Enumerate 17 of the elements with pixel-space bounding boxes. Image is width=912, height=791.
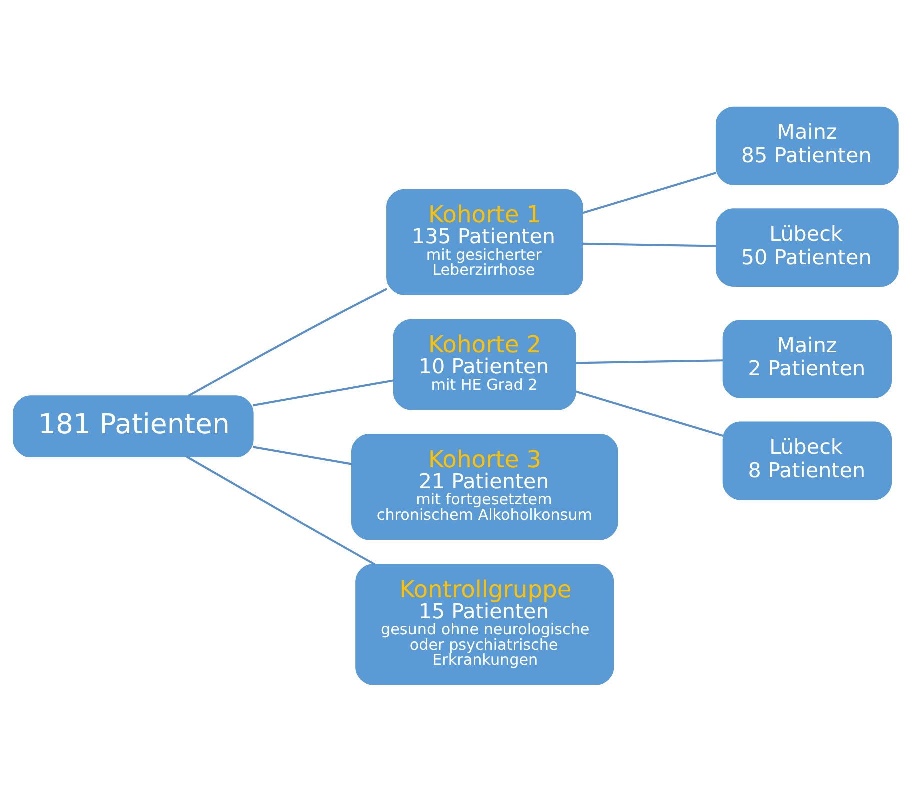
- node-box: Kohorte 1 135 Patienten mit gesicherter Leberzirrhose: [386, 188, 584, 295]
- connector: [575, 390, 724, 437]
- connector: [186, 456, 376, 566]
- connector: [582, 242, 716, 247]
- node-box: Kontrollgruppe 15 Patienten gesund ohne neurologische oder psychiatrische Erkrankungen: [356, 564, 614, 685]
- node-box: Mainz 85 Patienten: [716, 106, 899, 185]
- connector: [253, 446, 352, 465]
- connector: [253, 379, 394, 406]
- node-box: Lübeck 8 Patienten: [722, 421, 892, 500]
- node-box: Mainz 2 Patienten: [722, 320, 892, 398]
- node-box: Lübeck 50 Patienten: [716, 208, 899, 286]
- connector: [582, 172, 717, 214]
- connector: [188, 288, 388, 397]
- connector: [576, 359, 724, 364]
- node-box: Kohorte 3 21 Patienten mit fortgesetztem chronischem Alkoholkonsum: [351, 434, 618, 540]
- node-box: Kohorte 2 10 Patienten mit HE Grad 2: [393, 318, 576, 410]
- node-box: 181 Patienten: [13, 395, 254, 458]
